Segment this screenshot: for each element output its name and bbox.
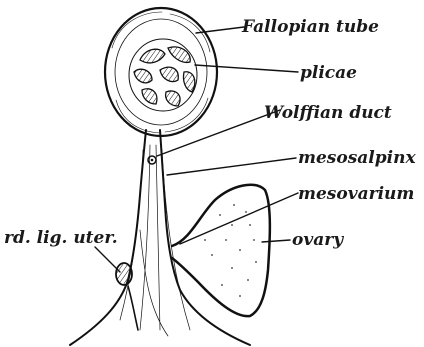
label-ovary: ovary (292, 230, 344, 250)
label-plicae: plicae (300, 63, 357, 83)
label-wolffian-duct: Wolffian duct (264, 103, 392, 123)
plicae (129, 39, 197, 111)
label-fallopian-tube: Fallopian tube (241, 17, 379, 37)
leader-lines (95, 27, 298, 272)
label-round-ligament: rd. lig. uter. (4, 228, 118, 248)
label-mesovarium: mesovarium (298, 184, 414, 204)
round-ligament (116, 263, 138, 330)
label-mesosalpinx: mesosalpinx (298, 148, 416, 168)
wolffian-duct (148, 156, 156, 164)
ovary (172, 185, 270, 316)
